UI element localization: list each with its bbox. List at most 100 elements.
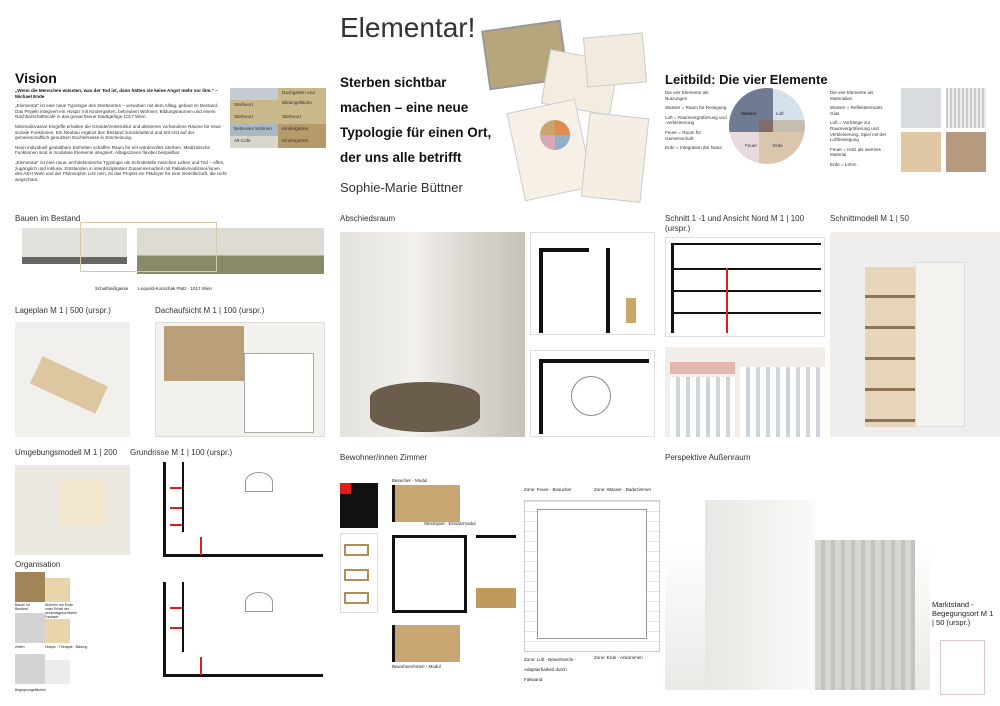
room-perspective-drawing (524, 500, 660, 652)
subtitle-line: der uns alle betrifft (340, 150, 462, 165)
lageplan-heading: Lageplan M 1 | 500 (urspr.) (15, 306, 111, 315)
vision-paragraph: Neun individuell gestaltbare Einheiten s… (15, 144, 211, 156)
org-label: Zellen (15, 645, 25, 649)
umgebungsmodell-photo (15, 465, 130, 555)
diagram-label: Betreutes Wohnen (234, 126, 272, 131)
use-item: Feuer = Raum für Gemeinschaft (665, 129, 702, 141)
bewohner-module (392, 625, 460, 662)
poster-title: Elementar! (340, 12, 476, 43)
org-shape (15, 572, 45, 602)
abschiedsraum-plan-lower (530, 350, 655, 437)
sketch-collage (481, 15, 655, 210)
material-item: Feuer = Holz als warmes Material (830, 146, 881, 158)
bewohner-heading: Bewohner/innen Zimmer (340, 453, 428, 462)
vision-heading: Vision (15, 70, 57, 86)
module-label: Besucher - Modul (392, 478, 428, 483)
zone-label: Zone: Feuer - Besucher (524, 487, 572, 492)
besucher-module (392, 485, 460, 522)
perspektive-render (665, 480, 930, 690)
bestand-photo-platz (137, 228, 324, 274)
vision-paragraph: „Elementar“ ist eine neue, architektonis… (15, 159, 227, 182)
project-subtitle: Sterben sichtbar machen – eine neue Typo… (340, 70, 491, 170)
zone-label: Zone: Luft - Bewohner/in - Adaptierbarke… (524, 657, 577, 682)
use-item: Erde = Integration der Natur (665, 145, 723, 151)
diagram-label: Sterbeort (234, 114, 253, 119)
vision-quote: „Wenn die Menschen wüssten, was der Tod … (15, 88, 218, 99)
use-item: Luft = Raumvergrößerung und -verkleineru… (665, 114, 727, 126)
quadrant-feuer (729, 132, 759, 164)
four-elements-diagram: Wasser Luft Feuer Erde (729, 88, 805, 164)
marktstand-drawing (940, 640, 985, 695)
diagram-label: Kindergarten (282, 138, 309, 143)
dachaufsicht-heading: Dachaufsicht M 1 | 100 (urspr.) (155, 306, 265, 315)
subtitle-line: machen – eine neue (340, 100, 469, 115)
bestand-photo-schultheissgasse (22, 228, 127, 264)
vision-program-diagram: Dachgarten und Bildungsfläche Sterbeort … (230, 88, 326, 148)
bestand-caption: Leopold-Kunschak Platz · 1017 Wien (138, 286, 213, 291)
author-name: Sophie-Marie Büttner (340, 180, 463, 195)
diagram-label: Sterbeort (234, 102, 253, 107)
org-label: Hospiz · Therapie · Bildung (45, 645, 88, 649)
material-item: Luft = Vorhänge zur Raumvergrößerung und… (830, 120, 887, 143)
org-shape (45, 578, 70, 602)
bestand-highlight-frame (80, 222, 217, 272)
org-label: Bauen im Bestand (15, 603, 30, 611)
diagram-label: Sterbeort (282, 114, 301, 119)
organisation-heading: Organisation (15, 560, 61, 569)
quadrant-label: Feuer (745, 143, 758, 148)
zone-label: Zone: Erde - Ankommen (594, 655, 643, 660)
element-materials-list: Die vier Elemente als Materialien Wasser… (830, 90, 892, 172)
grundriss-upper (160, 462, 325, 562)
glass-material-sample (901, 88, 941, 128)
dachaufsicht-drawing (155, 322, 325, 437)
schnittmodell-heading: Schnittmodell M 1 | 50 (830, 214, 910, 223)
grundriss-lower (160, 582, 325, 682)
abschiedsraum-heading: Abschiedsraum (340, 214, 396, 223)
org-label: Begegnungsflächen (15, 688, 46, 692)
subtitle-line: Typologie für einen Ort, (340, 125, 492, 140)
schnitt-heading: Schnitt 1 -1 und Ansicht Nord M 1 | 100 … (665, 214, 805, 233)
marktstand-heading: Marktstand - Begegungsort M 1 | 50 (ursp… (932, 600, 994, 627)
org-shape (45, 660, 70, 684)
bath-plan (476, 535, 516, 613)
perspektive-heading: Perspektive Außenraum (665, 453, 751, 462)
module-label: Bewohner/innen - Modul (392, 664, 441, 669)
lageplan-drawing (15, 322, 130, 437)
quadrant-label: Wasser (741, 111, 757, 116)
grundrisse-heading: Grundrisse M 1 | 100 (urspr.) (130, 448, 233, 457)
diagram-label: Bildungsfläche (282, 100, 312, 105)
org-shape (15, 613, 45, 643)
clay-material-sample (946, 132, 986, 172)
vision-paragraph: Minimalinvasive Eingriffe erhalten die G… (15, 123, 221, 141)
wood-material-sample (901, 132, 941, 172)
quadrant-label: Luft (776, 111, 784, 116)
module-label: Steckspiel - Einsatzmodul (424, 521, 476, 526)
schnitt-drawing (665, 237, 825, 337)
umgebungsmodell-heading: Umgebungsmodell M 1 | 200 (15, 448, 118, 457)
zone-label: Zone: Wasser - Badezimmer (594, 487, 652, 492)
quadrant-erde (759, 132, 805, 164)
abschiedsraum-render (340, 232, 525, 437)
element-uses-list: Die vier Elemente als Nutzungen Wasser =… (665, 90, 727, 155)
use-item: Die vier Elemente als Nutzungen (665, 90, 709, 101)
org-shape (45, 619, 70, 643)
subtitle-line: Sterben sichtbar (340, 75, 447, 90)
material-item: Die vier Elemente als Materialien (830, 90, 874, 101)
diagram-label: Kindergarten (282, 126, 309, 131)
leitbild-heading: Leitbild: Die vier Elemente (665, 72, 828, 87)
schnittmodell-photo (830, 232, 1000, 437)
org-shape (15, 654, 45, 684)
material-item: Erde = Lehm (830, 161, 857, 167)
diagram-label: Alt-Café (234, 138, 251, 143)
furniture-module-elevation (340, 533, 378, 613)
abschiedsraum-plan-upper (530, 232, 655, 335)
vision-text: „Wenn die Menschen wüssten, was der Tod … (15, 88, 227, 186)
room-floor-plan (392, 535, 467, 613)
ansicht-nord-drawing (665, 347, 825, 437)
org-label: Wohnen am Ende unter Erhalt der denkmalg… (45, 603, 78, 619)
curtain-material-sample (946, 88, 986, 128)
room-location-key (340, 483, 378, 528)
bestand-caption: Schultheißgasse (95, 286, 129, 291)
use-item: Wasser = Raum für Reinigung (665, 105, 727, 111)
quadrant-luft (773, 88, 805, 120)
